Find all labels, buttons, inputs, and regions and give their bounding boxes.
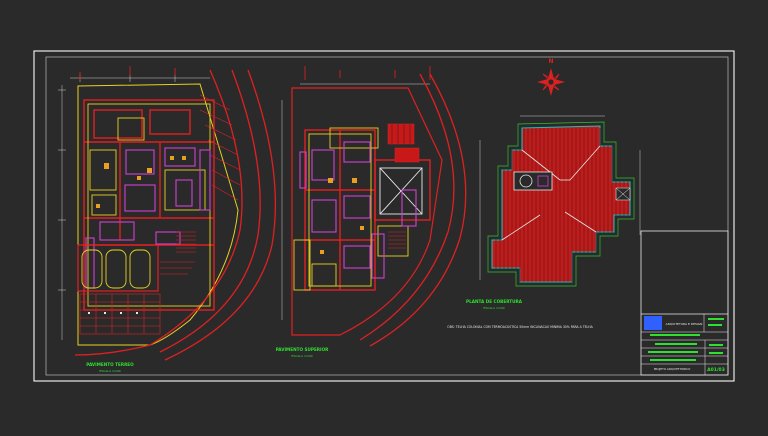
ground-hatch (199, 94, 241, 201)
upper-lot-boundary (291, 87, 443, 336)
ground-stairs (160, 231, 196, 275)
upper-void (379, 167, 423, 215)
upper-furniture (299, 141, 417, 279)
ground-dots (88, 312, 138, 314)
ground-furniture (85, 147, 211, 289)
sheet-inner-border (45, 56, 729, 376)
ground-floor-scale: ESCALA 1/100 (99, 369, 120, 373)
ground-floor-title: PAVIMENTO TERREO (86, 362, 134, 367)
roof-ridges (501, 145, 601, 241)
roof-vent (615, 187, 631, 201)
roof-plan-scale: ESCALA 1/100 (483, 306, 504, 310)
sheet-outer-border (33, 50, 735, 382)
roof-note: OBS: TELHA COLONIAL COM TERMOACUSTICA 50… (447, 325, 593, 329)
upper-fixtures (320, 178, 364, 254)
ground-dimensions (58, 74, 210, 340)
upper-yellow-lines (293, 127, 409, 291)
upper-walls (304, 129, 431, 291)
roof-gutter (487, 121, 635, 287)
ground-lot-boundary (77, 83, 239, 346)
roof-plan[interactable]: N PLANTA DE COBER (447, 58, 641, 329)
upper-dimensions (281, 83, 430, 320)
upper-floor-title: PAVIMENTO SUPERIOR (276, 347, 330, 352)
sheet-code: A01/03 (707, 367, 725, 373)
title-block-grid (641, 314, 728, 375)
ground-garage (77, 244, 159, 292)
upper-floor-scale: ESCALA 1/100 (291, 354, 312, 358)
ground-walls (83, 99, 215, 311)
compass-rose-icon (537, 68, 565, 96)
roof-skylight (513, 171, 553, 191)
upper-roof-hatch (387, 123, 420, 163)
ground-street-curves (74, 69, 276, 361)
roof-plan-title: PLANTA DE COBERTURA (466, 299, 523, 304)
title-block-text-bars (648, 318, 724, 361)
roof-outline (491, 125, 631, 283)
ground-floor-plan[interactable]: PAVIMENTO TERREO ESCALA 1/100 (58, 66, 276, 373)
upper-stairs (388, 231, 406, 249)
north-label: N (548, 58, 553, 65)
upper-ticks (304, 66, 431, 80)
roof-dimensions (479, 115, 641, 280)
project-line: PROJETO ARQUITETONICO (654, 367, 691, 371)
ground-paving (79, 293, 161, 335)
upper-street-curves (359, 73, 467, 347)
logo-text: ARQUITETURA E DESIGN (666, 322, 703, 326)
title-block[interactable]: ARQUITETURA E DESIGN PROJETO ARQUITETONI… (640, 230, 729, 376)
title-block-logo: ARQUITETURA E DESIGN (644, 316, 702, 330)
upper-floor-plan[interactable]: PAVIMENTO SUPERIOR ESCALA 1/100 (276, 66, 467, 358)
ground-fixtures (96, 156, 186, 208)
